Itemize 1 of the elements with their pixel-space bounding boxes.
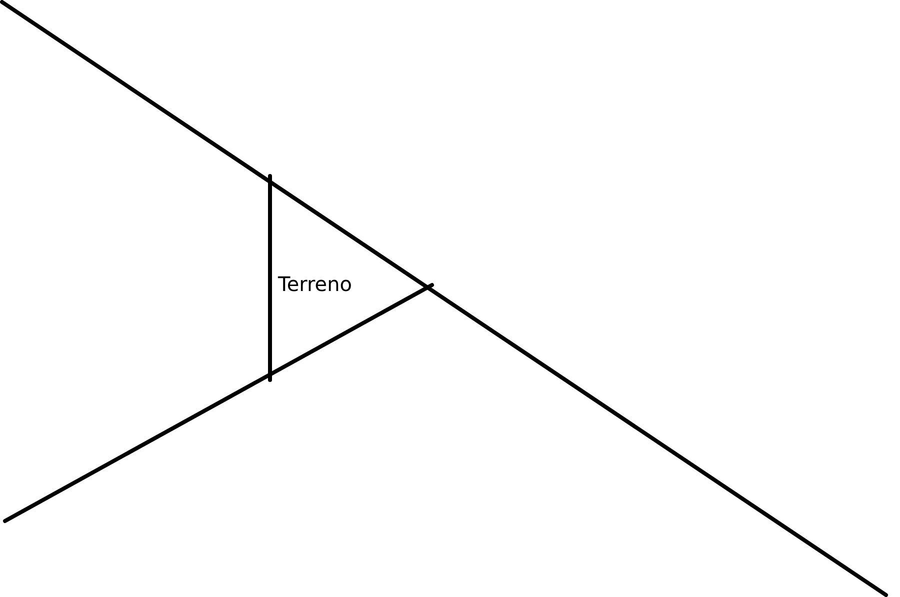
area-label: Terreno bbox=[278, 274, 352, 294]
